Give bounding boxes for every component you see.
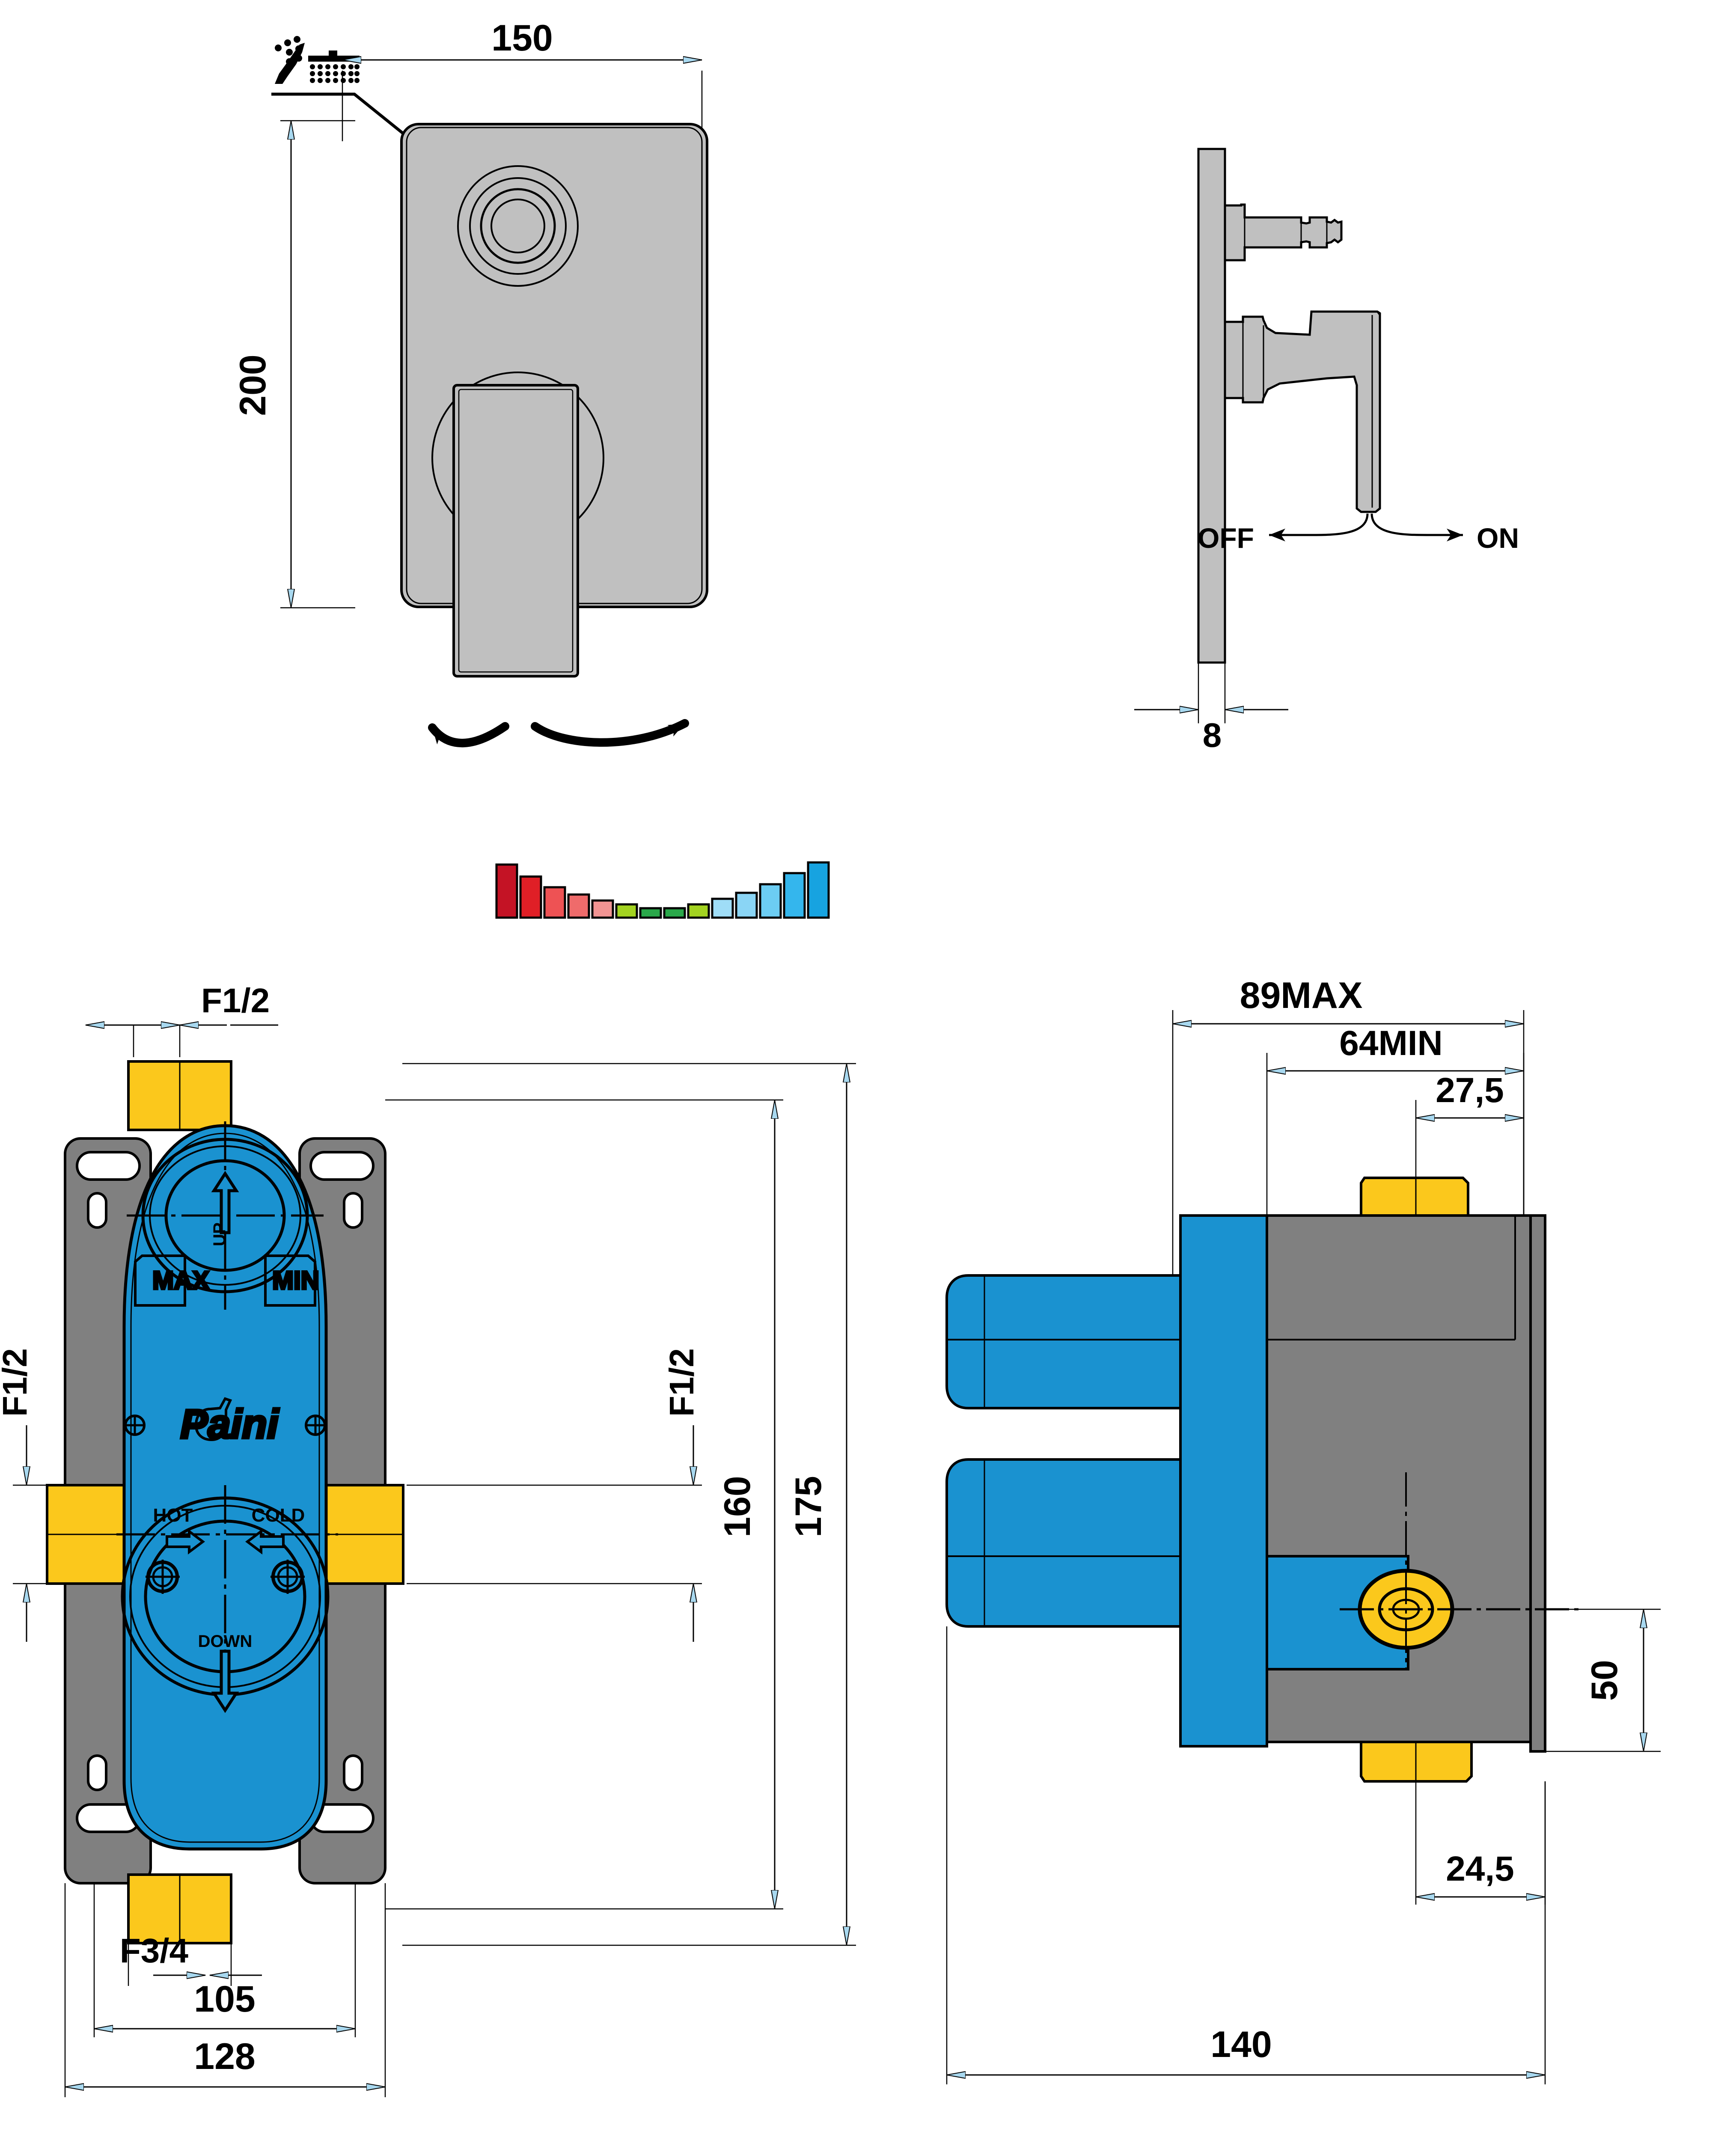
chart-bar xyxy=(495,861,830,919)
mixer-lever[interactable] xyxy=(431,372,604,678)
brass-ports-front xyxy=(46,1060,404,1944)
dim-label-F34: F3/4 xyxy=(120,1932,189,1970)
dimension-50: 50 xyxy=(1545,1608,1661,1752)
dim-label-175: 175 xyxy=(788,1476,829,1537)
dim-label-140: 140 xyxy=(1210,2024,1272,2065)
valve-body-front: MAX MIN UP Paini xyxy=(116,1121,338,1851)
label-hot: HOT xyxy=(153,1505,193,1526)
hot-indicator: HOT xyxy=(146,1505,205,1594)
port-bottom-side xyxy=(1360,1741,1473,1783)
dim-label-64min: 64MIN xyxy=(1339,1024,1443,1063)
dim-label-89max: 89MAX xyxy=(1240,975,1363,1016)
label-cold: COLD xyxy=(252,1505,305,1526)
dimension-port-right: F1/2 xyxy=(407,1348,702,1642)
screw-marks xyxy=(124,1415,326,1436)
outlet-port-circular xyxy=(1340,1472,1584,1669)
dimension-front-height: 200 xyxy=(232,120,355,609)
dim-label-F12-right: F1/2 xyxy=(663,1348,701,1417)
dimension-128: 128 xyxy=(64,1883,386,2097)
dim-label-27-5: 27,5 xyxy=(1436,1071,1504,1110)
up-arrow-icon xyxy=(211,1171,239,1234)
cold-indicator: COLD xyxy=(245,1505,305,1594)
view-rough-in-front: F1/2 xyxy=(0,981,856,2097)
dim-label-8: 8 xyxy=(1203,716,1222,754)
dim-label-105: 105 xyxy=(194,1979,256,2020)
dimension-plate-thickness: 8 xyxy=(1134,663,1288,754)
upper-cartridge: UP xyxy=(127,1121,324,1310)
port-top-side xyxy=(1360,1177,1469,1217)
dim-label-160: 160 xyxy=(717,1476,758,1537)
hot-arrow-icon xyxy=(166,1529,205,1554)
dim-label-24-5: 24,5 xyxy=(1446,1849,1514,1888)
dimension-port-left: F1/2 xyxy=(0,1348,73,1642)
label-off: OFF xyxy=(1198,522,1254,554)
body-blue-side xyxy=(945,1214,1409,1748)
dimension-port-bottom: F3/4 xyxy=(120,1932,262,1986)
label-down: DOWN xyxy=(198,1632,253,1651)
label-min: MIN xyxy=(272,1266,319,1295)
lever-sweep-arrow xyxy=(428,719,689,748)
dimension-89max: 89MAX xyxy=(1172,975,1525,1310)
lever-profile xyxy=(1224,310,1381,513)
view-rough-in-side: 89MAX 64MIN 27,5 xyxy=(945,975,1661,2084)
dim-label-150: 150 xyxy=(491,18,553,59)
dim-label-50: 50 xyxy=(1584,1660,1625,1701)
dimension-front-width: 150 xyxy=(342,18,703,146)
dimension-140: 140 xyxy=(946,1626,1546,2084)
temperature-range-chart xyxy=(495,861,830,919)
dimension-175: 175 xyxy=(402,1063,856,1946)
lever-state-callout: OFF ON xyxy=(1198,513,1519,554)
dim-label-F12-left: F1/2 xyxy=(0,1348,34,1417)
dim-label-200: 200 xyxy=(232,354,273,416)
view-front-elevation: 150 200 xyxy=(232,18,830,919)
dim-label-F12-top: F1/2 xyxy=(201,981,270,1019)
lower-cartridge: DOWN xyxy=(116,1485,338,1713)
view-side-elevation: 8 OFF ON xyxy=(1134,148,1519,754)
plate-edge xyxy=(1197,148,1226,664)
down-arrow-icon xyxy=(211,1650,239,1713)
dimension-64min: 64MIN xyxy=(1266,1024,1525,1228)
dim-label-128: 128 xyxy=(194,2036,256,2077)
diverter-button[interactable] xyxy=(457,165,579,287)
dimension-160: 160 xyxy=(385,1099,783,1910)
logo-leaf-icon xyxy=(194,1397,232,1442)
diverter-stem xyxy=(1224,203,1343,262)
min-label-plate: MIN xyxy=(264,1254,320,1307)
label-up: UP xyxy=(210,1222,229,1246)
cold-arrow-icon xyxy=(245,1529,285,1554)
dimension-port-top: F1/2 xyxy=(86,981,278,1057)
dimension-105: 105 xyxy=(93,1883,356,2037)
label-on: ON xyxy=(1477,522,1519,554)
